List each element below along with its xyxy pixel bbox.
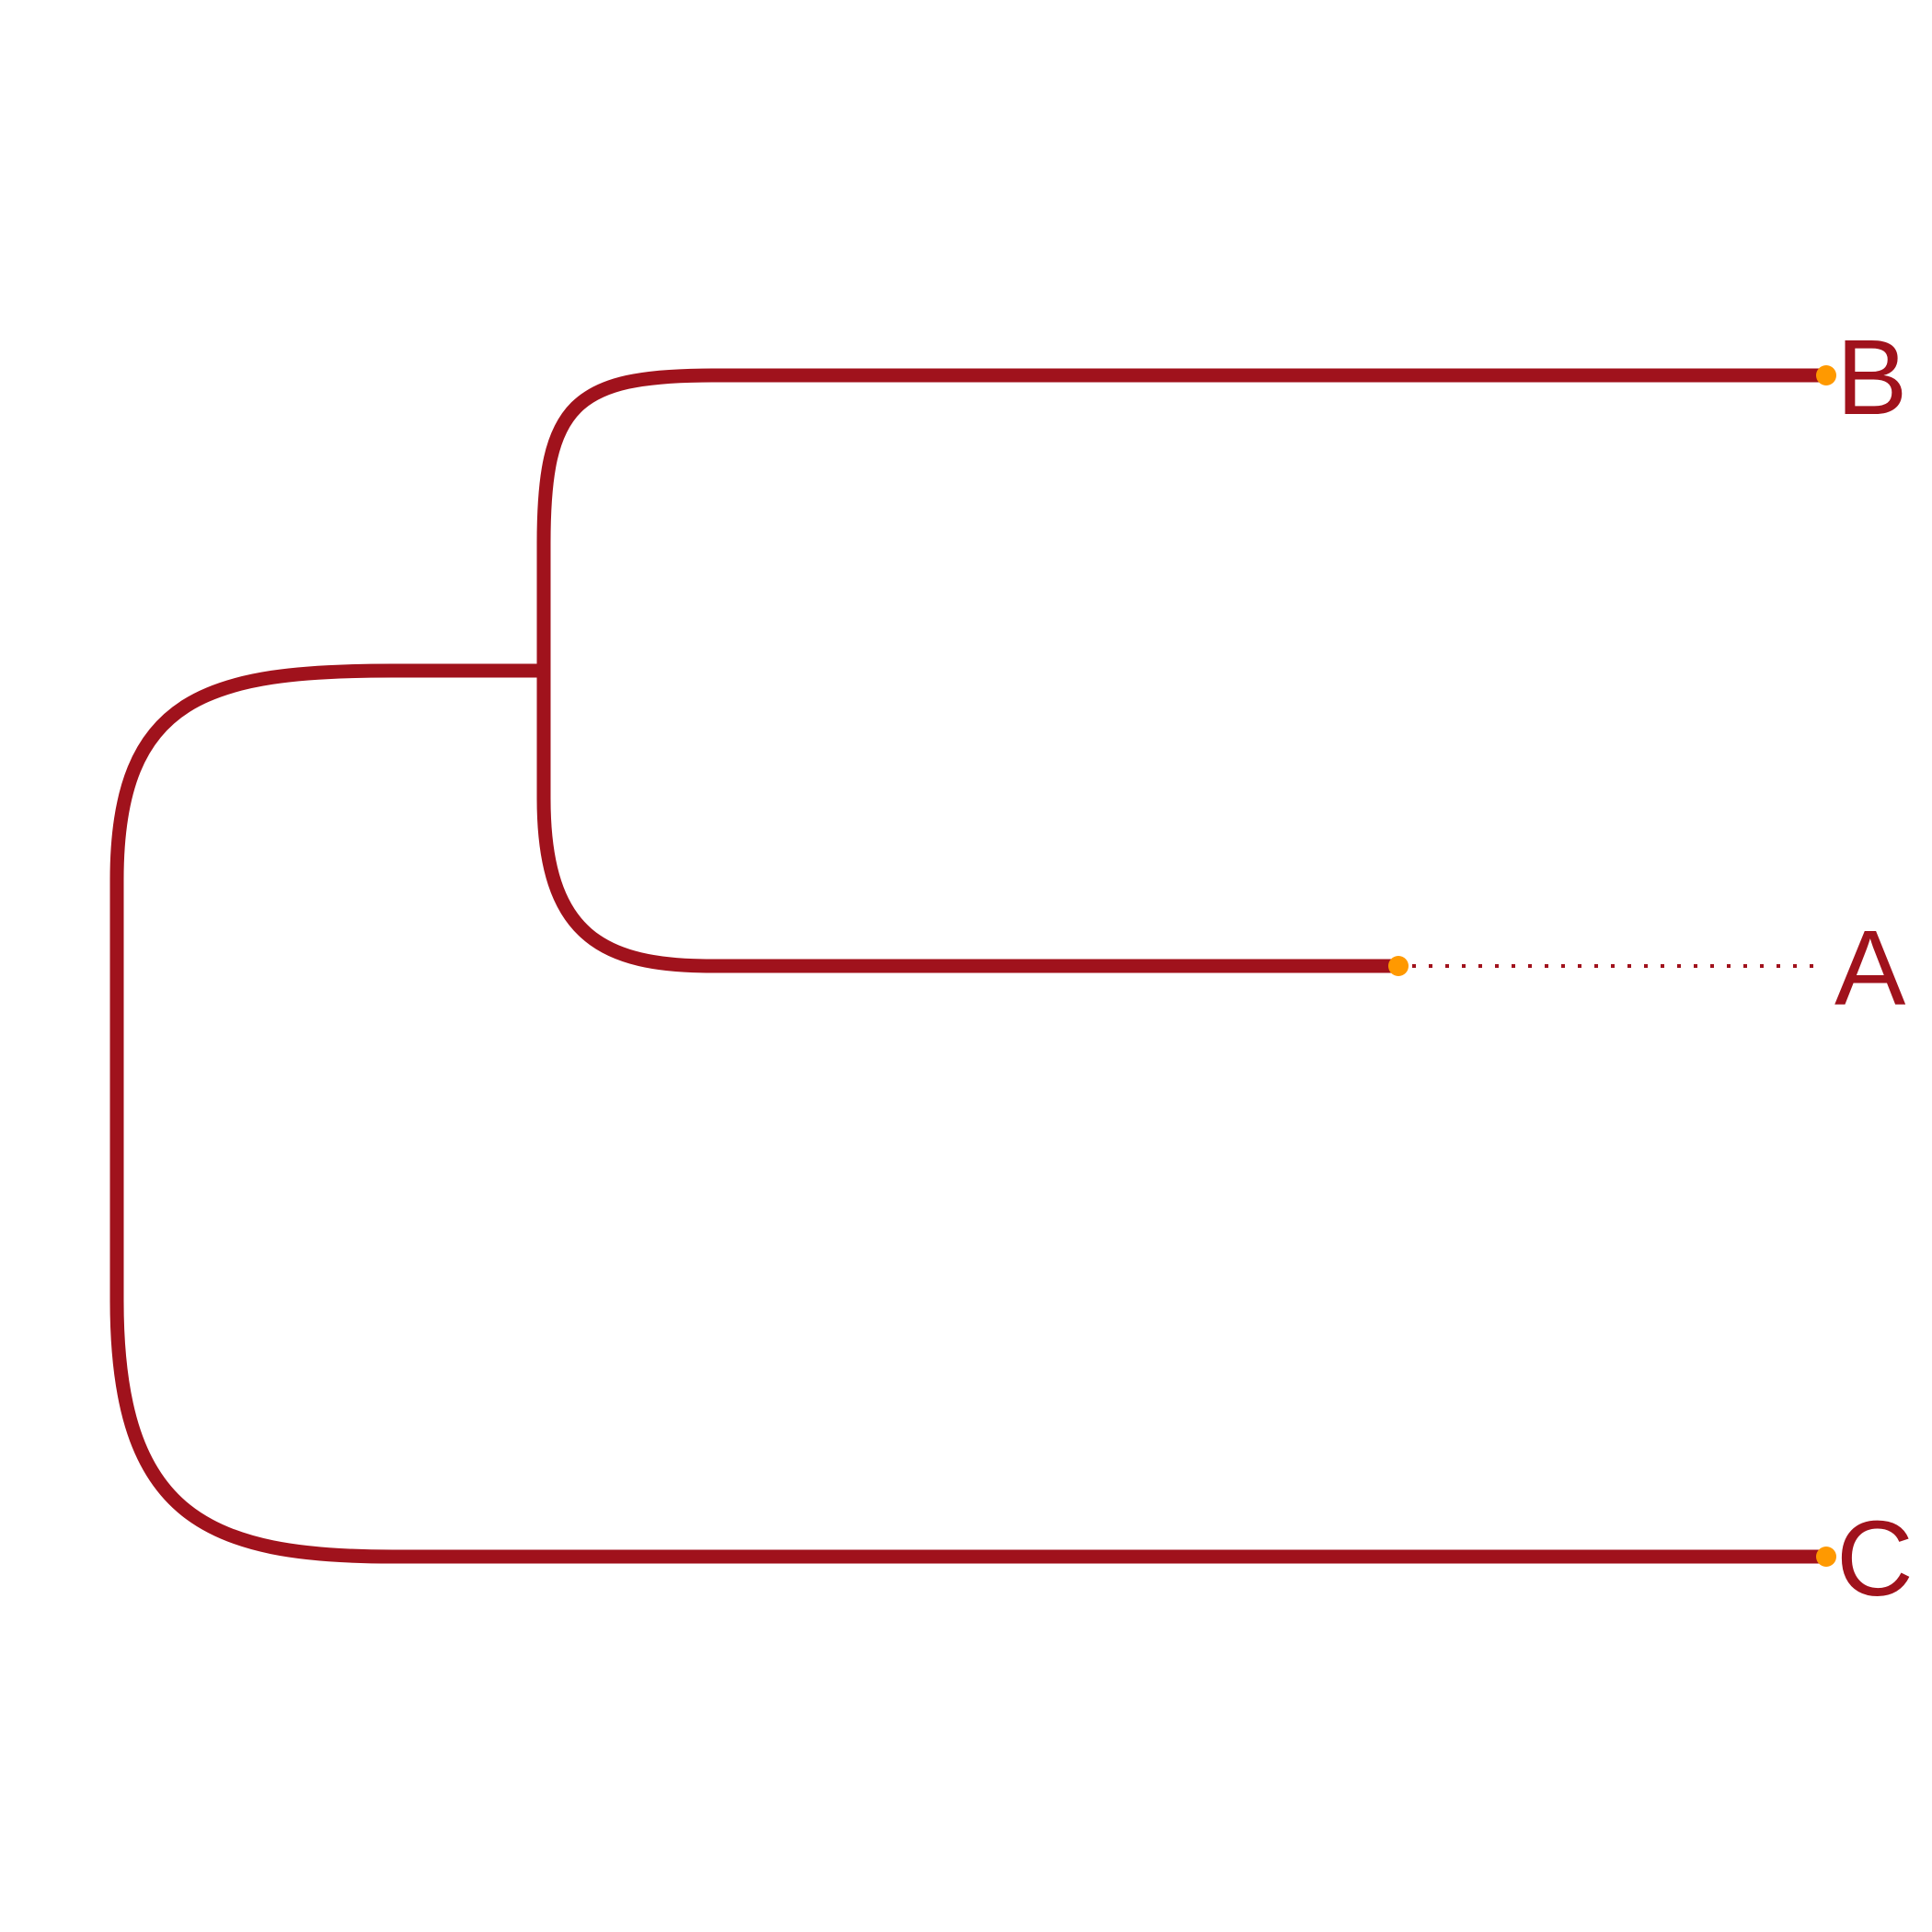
leaf-c-marker [1816,1547,1836,1567]
leaf-a-label: A [1834,908,1906,1028]
branch-root-to-leaf-c [109,1117,1826,1564]
branch-inner-to-leaf-b [536,368,1826,671]
leaf-b-label: B [1836,317,1907,437]
leaf-a-marker [1388,956,1409,976]
leaf-b-marker [1816,365,1836,385]
leaf-c-label: C [1836,1499,1914,1618]
leaf-labels: B A C [1834,317,1914,1618]
branch-root-to-inner-clade [109,663,547,1117]
branches [109,368,1826,1564]
branch-inner-to-leaf-a [536,671,1398,973]
leaf-markers [1388,365,1836,1567]
